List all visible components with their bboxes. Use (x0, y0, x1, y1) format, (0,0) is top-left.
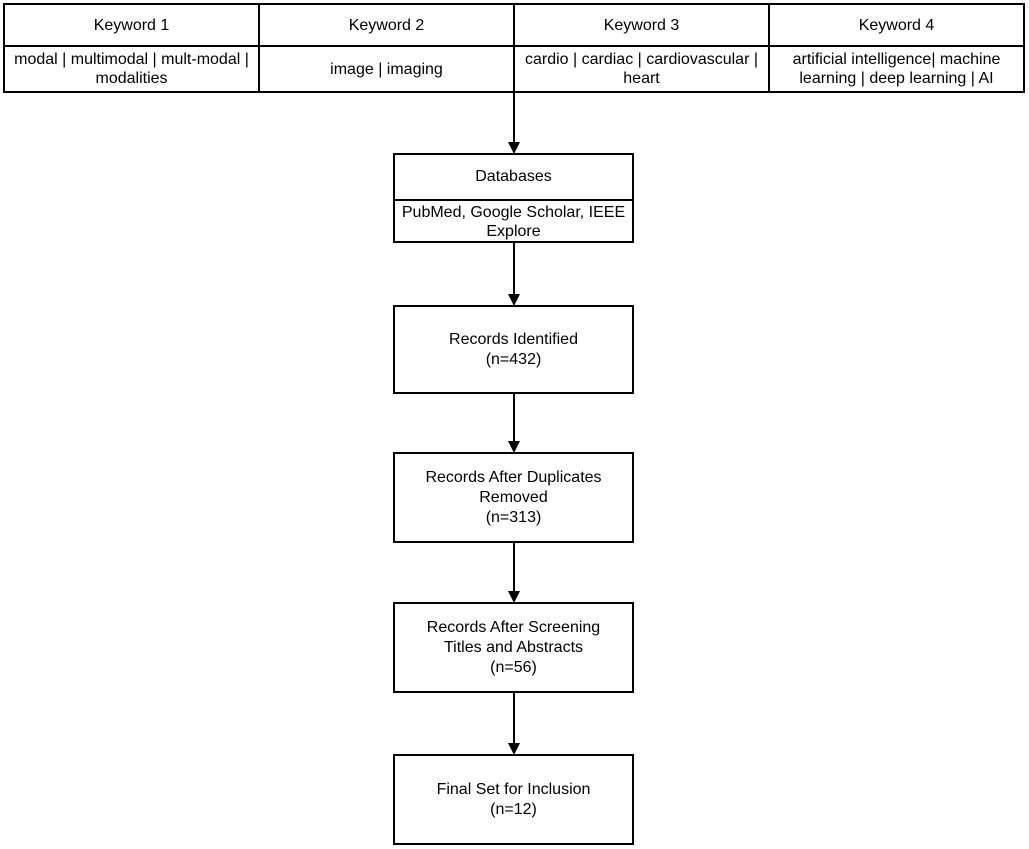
databases-list: PubMed, Google Scholar, IEEE Explore (401, 204, 626, 240)
databases-box: Databases PubMed, Google Scholar, IEEE E… (393, 153, 634, 243)
keyword-4-header: Keyword 4 (768, 3, 1025, 47)
screening-label-1: Records After Screening (426, 618, 601, 636)
duplicates-removed-count: (n=313) (485, 508, 542, 526)
keyword-3-terms: cardio | cardiac | cardiovascular | hear… (513, 45, 770, 93)
databases-title: Databases (395, 155, 632, 201)
keyword-1-header: Keyword 1 (3, 3, 260, 47)
screening-count: (n=56) (490, 658, 537, 676)
duplicates-removed-label-2: Removed (479, 488, 548, 506)
records-identified-label: Records Identified (449, 330, 578, 348)
records-identified-count: (n=432) (485, 350, 542, 368)
keyword-4-terms: artificial intelligence| machine learnin… (768, 45, 1025, 93)
keyword-2-header: Keyword 2 (258, 3, 515, 47)
keyword-terms-row: modal | multimodal | mult-modal | modali… (3, 45, 1025, 93)
final-set-label: Final Set for Inclusion (436, 780, 591, 798)
screening-label-2: Titles and Abstracts (443, 638, 584, 656)
final-set-box: Final Set for Inclusion (n=12) (393, 754, 634, 845)
keyword-table: Keyword 1 Keyword 2 Keyword 3 Keyword 4 … (3, 3, 1025, 93)
keyword-1-terms: modal | multimodal | mult-modal | modali… (3, 45, 260, 93)
keyword-header-row: Keyword 1 Keyword 2 Keyword 3 Keyword 4 (3, 3, 1025, 47)
duplicates-removed-box: Records After Duplicates Removed (n=313) (393, 452, 634, 543)
final-set-count: (n=12) (490, 800, 537, 818)
keyword-3-header: Keyword 3 (513, 3, 770, 47)
keyword-2-terms: image | imaging (258, 45, 515, 93)
screening-box: Records After Screening Titles and Abstr… (393, 602, 634, 693)
duplicates-removed-label-1: Records After Duplicates (425, 468, 602, 486)
records-identified-box: Records Identified (n=432) (393, 305, 634, 394)
